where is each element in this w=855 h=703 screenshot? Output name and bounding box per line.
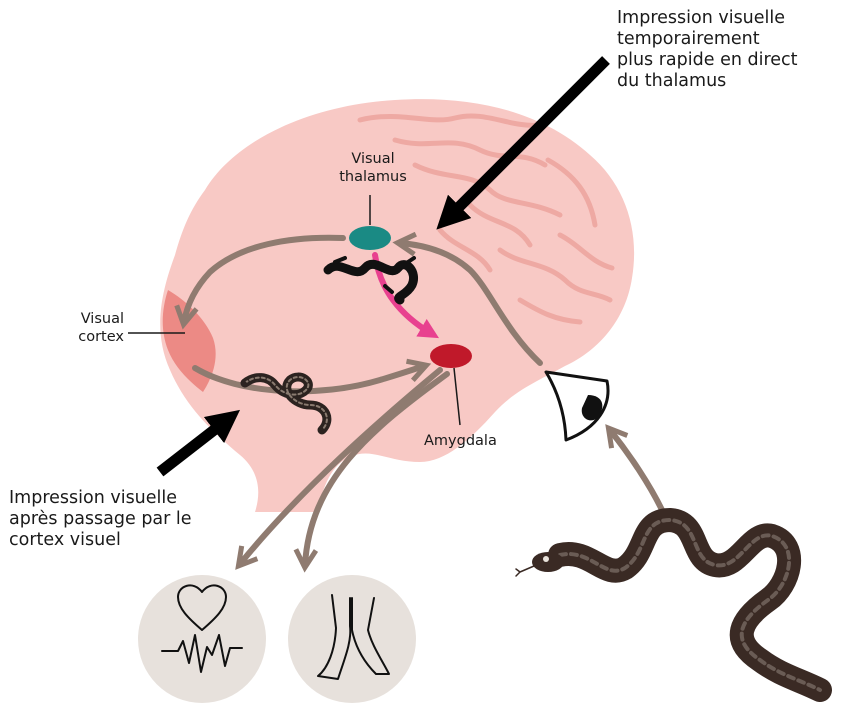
slow-path-pointer-arrow <box>160 420 227 472</box>
eye-icon <box>546 372 608 440</box>
thalamus-node <box>349 226 391 250</box>
cortex-label: Visual cortex <box>54 310 124 346</box>
snake-image <box>516 520 820 690</box>
heart-response-circle <box>138 575 266 703</box>
amygdala-node <box>430 344 472 368</box>
snake-to-eye-arrow <box>610 430 663 512</box>
fast-path-caption: Impression visuelle temporairement plus … <box>617 8 847 92</box>
legs-response-circle <box>288 575 416 703</box>
thalamus-label: Visual thalamus <box>318 150 428 186</box>
slow-path-caption: Impression visuelle après passage par le… <box>9 488 249 551</box>
amygdala-label: Amygdala <box>424 432 497 450</box>
